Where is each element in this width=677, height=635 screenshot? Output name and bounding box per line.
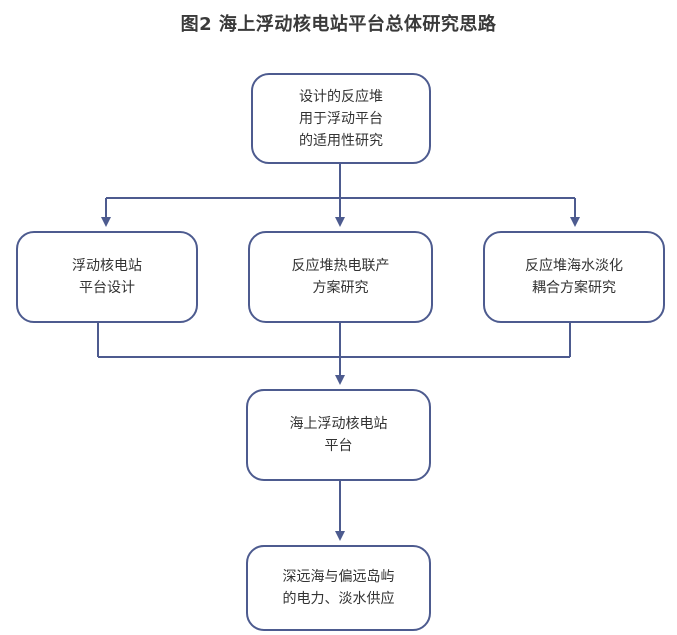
node-text-line: 反应堆海水淡化 (525, 258, 623, 274)
node-text-line: 的电力、淡水供应 (282, 591, 395, 607)
node-text-line: 设计的反应堆 (299, 88, 383, 105)
node-text-line: 浮动核电站 (72, 258, 142, 274)
node-platform-design: 浮动核电站 平台设计 (16, 231, 198, 323)
node-text-line: 耦合方案研究 (532, 280, 616, 296)
node-cogeneration-scheme: 反应堆热电联产 方案研究 (248, 231, 433, 323)
node-power-water-supply: 深远海与偏远岛屿 的电力、淡水供应 (246, 545, 431, 631)
node-text-line: 海上浮动核电站 (289, 416, 388, 432)
node-reactor-suitability: 设计的反应堆 用于浮动平台 的适用性研究 (251, 73, 431, 164)
node-text-line: 平台设计 (79, 280, 135, 296)
node-text-line: 深远海与偏远岛屿 (282, 569, 395, 585)
node-text-line: 的适用性研究 (299, 132, 383, 149)
node-floating-platform: 海上浮动核电站 平台 (246, 389, 431, 481)
figure-title: 图2 海上浮动核电站平台总体研究思路 (180, 14, 497, 35)
node-desalination-scheme: 反应堆海水淡化 耦合方案研究 (483, 231, 665, 323)
node-text-line: 反应堆热电联产 (291, 258, 390, 274)
node-text-line: 用于浮动平台 (299, 110, 383, 127)
node-text-line: 平台 (324, 438, 353, 454)
node-text-line: 方案研究 (312, 280, 369, 296)
